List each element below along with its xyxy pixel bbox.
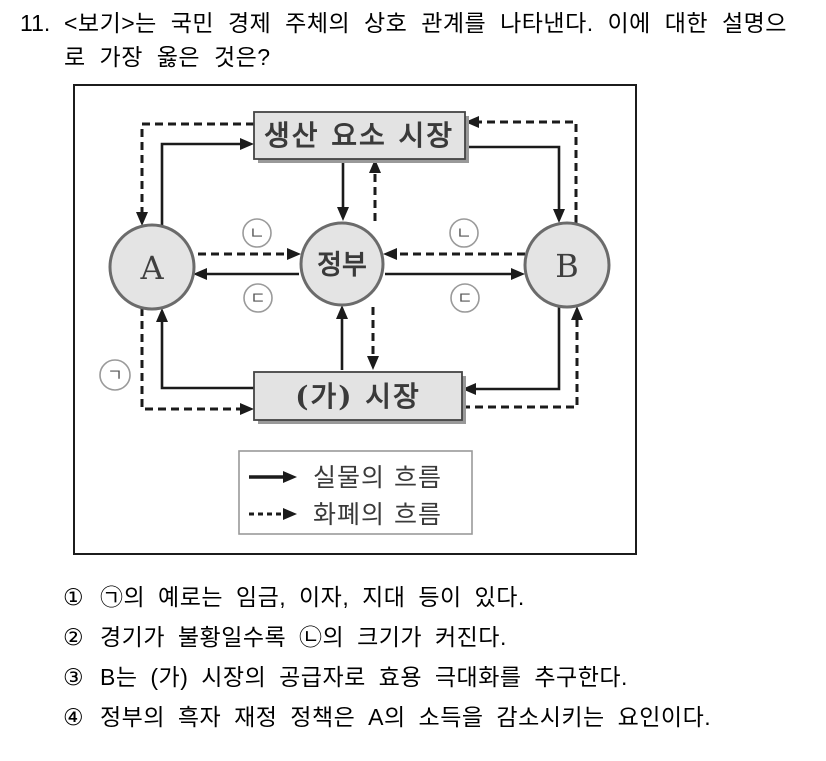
arrow-product-market-to-b-money [462,306,583,409]
node-government: 정부 [299,221,385,307]
choice-4-text: 정부의 흑자 재정 정책은 A의 소득을 감소시키는 요인이다. [100,704,712,730]
factor-market-box: 생산 요소 시장 [253,111,469,163]
real-flow-arrows [156,138,565,395]
node-b-circle [523,221,611,309]
choice-2: ② 경기가 불황일수록 ㉡의 크기가 커진다. [63,621,813,653]
arrow-product-market-to-a-real [156,308,254,390]
money-flow-arrows [136,116,583,415]
diagram-svg: 생산 요소 시장 (가) 시장 A 정부 B [99,111,611,535]
question-number: 11. [20,10,51,36]
question-text: <보기>는 국민 경제 주체의 상호 관계를 나타낸다. 이에 대한 설명으로 … [64,10,787,70]
economy-flow-diagram: 생산 요소 시장 (가) 시장 A 정부 B [73,84,637,555]
legend-box [238,450,473,535]
product-market-box: (가) 시장 [253,371,466,424]
arrow-a-to-factor-market-real [160,138,254,226]
legend-real-flow-label: 실물의 흐름 [313,463,442,492]
node-government-label: 정부 [317,250,367,281]
choice-4-number: ④ [63,704,84,730]
marker-n-left-letter: ㄴ [249,224,265,244]
legend-money-flow-label: 화폐의 흐름 [313,500,442,529]
answer-choices: ① ㉠의 예로는 임금, 이자, 지대 등이 있다. ② 경기가 불황일수록 ㉡… [63,581,813,741]
product-market-label: (가) 시장 [295,380,421,413]
factor-market-box-face [253,111,466,160]
arrow-a-to-product-market-money [140,308,254,415]
choice-3: ③ B는 (가) 시장의 공급자로 효용 극대화를 추구한다. [63,661,813,693]
question: 11. <보기>는 국민 경제 주체의 상호 관계를 나타낸다. 이에 대한 설… [20,6,808,74]
arrow-factor-market-to-a-money [136,122,254,226]
marker-d-right-letter: ㄷ [457,289,473,309]
choice-1-text: ㉠의 예로는 임금, 이자, 지대 등이 있다. [100,584,525,610]
choice-3-text: B는 (가) 시장의 공급자로 효용 극대화를 추구한다. [100,664,628,690]
choice-4: ④ 정부의 흑자 재정 정책은 A의 소득을 감소시키는 요인이다. [63,701,813,733]
choice-2-number: ② [63,624,84,650]
node-b-label: B [555,247,579,285]
arrow-factor-market-to-b-real [465,145,565,223]
arrow-b-to-factor-market-money [465,116,578,223]
marker-n-right-circle [449,218,479,248]
flow-markers [99,218,480,391]
marker-d-right-circle [450,283,480,313]
marker-d-left-letter: ㄷ [250,289,266,309]
marker-g-circle [99,359,131,391]
marker-g-letter: ㄱ [107,366,123,386]
node-a-circle [108,223,196,311]
choice-1-number: ① [63,584,84,610]
node-b: B [523,221,611,309]
choice-2-text: 경기가 불황일수록 ㉡의 크기가 커진다. [100,624,507,650]
node-government-circle [299,221,385,307]
marker-n-left-circle [242,218,272,248]
legend: 실물의 흐름 화폐의 흐름 [238,450,473,535]
choice-3-number: ③ [63,664,84,690]
flow-marker-letters: ㄱ ㄴ ㄷ ㄴ ㄷ [107,224,473,386]
product-market-box-face [253,371,463,421]
arrow-b-to-product-market-real [462,307,561,395]
node-a-label: A [139,249,164,287]
marker-n-right-letter: ㄴ [456,224,472,244]
marker-d-left-circle [243,283,273,313]
factor-market-label: 생산 요소 시장 [264,119,454,152]
choice-1: ① ㉠의 예로는 임금, 이자, 지대 등이 있다. [63,581,813,613]
node-a: A [108,223,196,311]
